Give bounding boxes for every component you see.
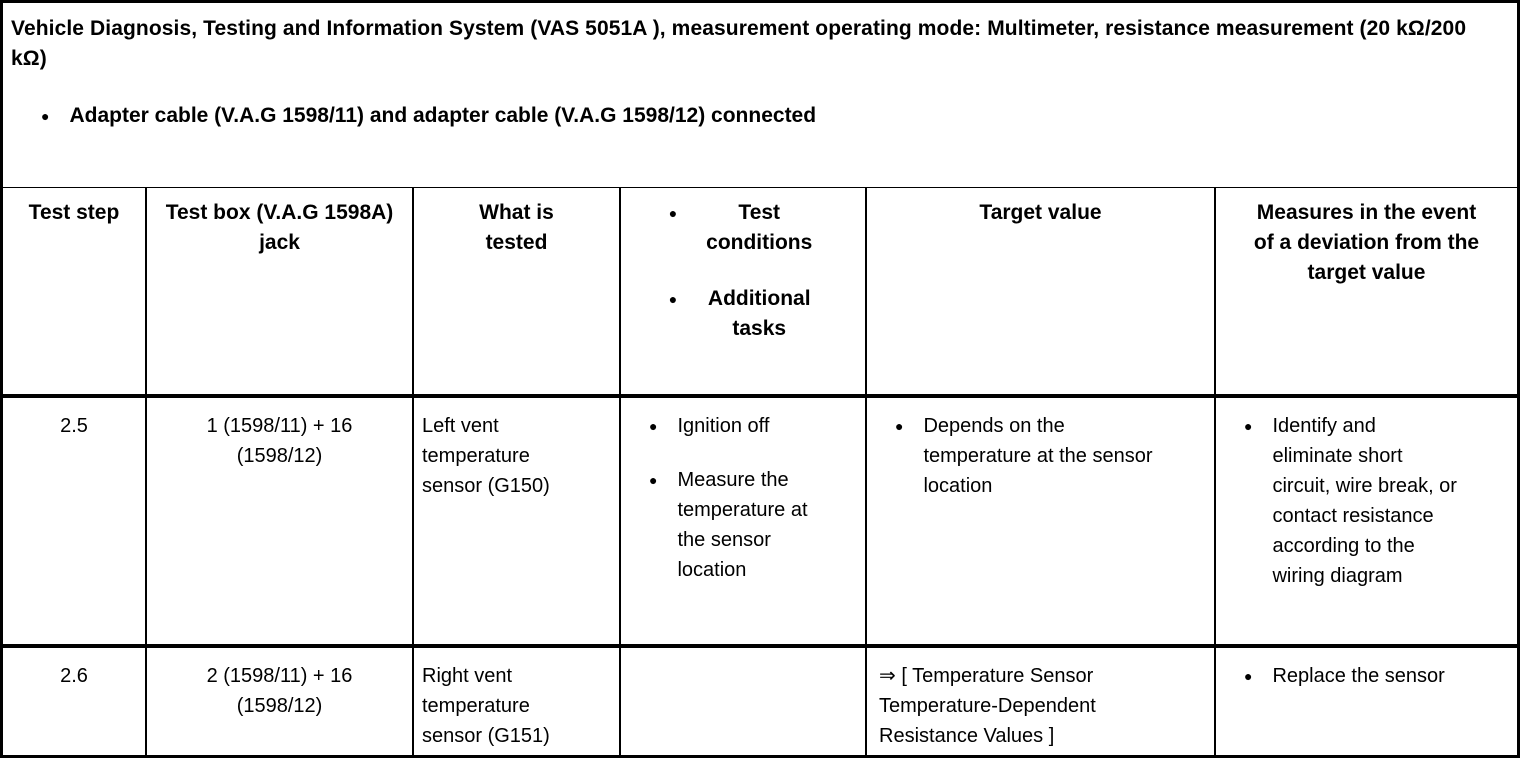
bullet-icon: ● [895, 417, 904, 434]
tested-value: Right vent temperature sensor (G151) [422, 664, 550, 747]
table-row-2-6: 2.6 2 (1598/11) + 16 (1598/12) Right ven… [3, 645, 1517, 756]
jack-value: 1 (1598/11) + 16 (1598/12) [206, 414, 353, 467]
tested-value: Left vent temperature sensor (G150) [422, 414, 550, 497]
header-what-is-tested: What is tested [412, 187, 620, 398]
bullet-item: ● Additional tasks [622, 284, 865, 344]
cell-test-conditions [619, 645, 866, 755]
bullet-item-text: Depends on the temperature at the sensor… [923, 414, 1153, 497]
bullet-item-text: Ignition off [677, 414, 770, 437]
table-row-2-5: 2.5 1 (1598/11) + 16 (1598/12) Left vent… [3, 395, 1517, 648]
cell-step: 2.6 [3, 646, 146, 756]
cell-what-is-tested: Right vent temperature sensor (G151) [412, 645, 620, 755]
table-header-row: Test step Test box (V.A.G 1598A) jack Wh… [3, 187, 1517, 398]
header-test-step: Test step [3, 187, 146, 398]
header-test-box-jack-label: Test box (V.A.G 1598A) jack [165, 201, 394, 254]
bullet-item-text: Measure the temperature at the sensor lo… [677, 468, 808, 581]
bullet-item: ● Measure the temperature at the sensor l… [649, 465, 859, 585]
bullet-icon: ● [1244, 667, 1253, 684]
header-target-value: Target value [865, 187, 1215, 398]
cell-measures: ● Replace the sensor [1214, 645, 1517, 755]
document-title: Vehicle Diagnosis, Testing and Informati… [11, 17, 1467, 70]
header-test-box-jack: Test box (V.A.G 1598A) jack [145, 187, 413, 398]
cell-jack: 2 (1598/11) + 16 (1598/12) [145, 645, 413, 755]
test-steps-table: Test step Test box (V.A.G 1598A) jack Wh… [3, 187, 1517, 755]
bullet-icon: ● [668, 205, 678, 221]
cell-target-value: ● Depends on the temperature at the senso… [865, 395, 1215, 648]
step-number: 2.6 [60, 664, 88, 687]
bullet-item-text: Test conditions [706, 201, 813, 254]
bullet-item-text: Additional tasks [707, 287, 811, 340]
cell-test-conditions: ● Ignition off ● Measure the temperature at… [619, 395, 866, 648]
bullet-item: ● Ignition off [649, 411, 859, 441]
bullet-item: ● Depends on the temperature at the senso… [895, 411, 1208, 501]
target-reference-link: ⇒ [ Temperature Sensor Temperature-Depen… [879, 664, 1096, 747]
intro-section: Vehicle Diagnosis, Testing and Informati… [3, 3, 1517, 187]
cell-step: 2.5 [3, 395, 146, 648]
bullet-item: ● Replace the sensor [1244, 661, 1511, 691]
bullet-item: ● Test conditions [622, 198, 865, 258]
bullet-item: ● Adapter cable (V.A.G 1598/11) and adapt… [41, 101, 1507, 131]
bullet-icon: ● [1244, 417, 1253, 434]
bullet-icon: ● [668, 291, 678, 307]
bullet-icon: ● [41, 108, 50, 124]
header-measures: Measures in the event of a deviation fro… [1214, 187, 1517, 398]
bullet-item-text: Replace the sensor [1272, 664, 1445, 687]
cell-target-value: ⇒ [ Temperature Sensor Temperature-Depen… [865, 645, 1215, 755]
header-test-conditions: ● Test conditions ● Additional tasks [619, 187, 866, 398]
step-number: 2.5 [60, 414, 88, 437]
bullet-item-text: Identify and eliminate short circuit, wi… [1272, 414, 1457, 587]
header-measures-label: Measures in the event of a deviation fro… [1253, 201, 1480, 284]
cell-what-is-tested: Left vent temperature sensor (G150) [412, 395, 620, 648]
jack-value: 2 (1598/11) + 16 (1598/12) [206, 664, 353, 717]
bullet-icon: ● [649, 471, 658, 488]
header-test-step-label: Test step [28, 201, 120, 224]
bullet-item: ● Identify and eliminate short circuit, w… [1244, 411, 1511, 591]
cell-jack: 1 (1598/11) + 16 (1598/12) [145, 395, 413, 648]
header-what-is-tested-label: What is tested [479, 201, 554, 254]
cell-measures: ● Identify and eliminate short circuit, w… [1214, 395, 1517, 648]
intro-bullet-list: ● Adapter cable (V.A.G 1598/11) and adapt… [41, 101, 1507, 131]
bullet-icon: ● [649, 417, 658, 434]
bullet-item-text: Adapter cable (V.A.G 1598/11) and adapte… [69, 104, 817, 127]
header-target-value-label: Target value [979, 201, 1102, 224]
